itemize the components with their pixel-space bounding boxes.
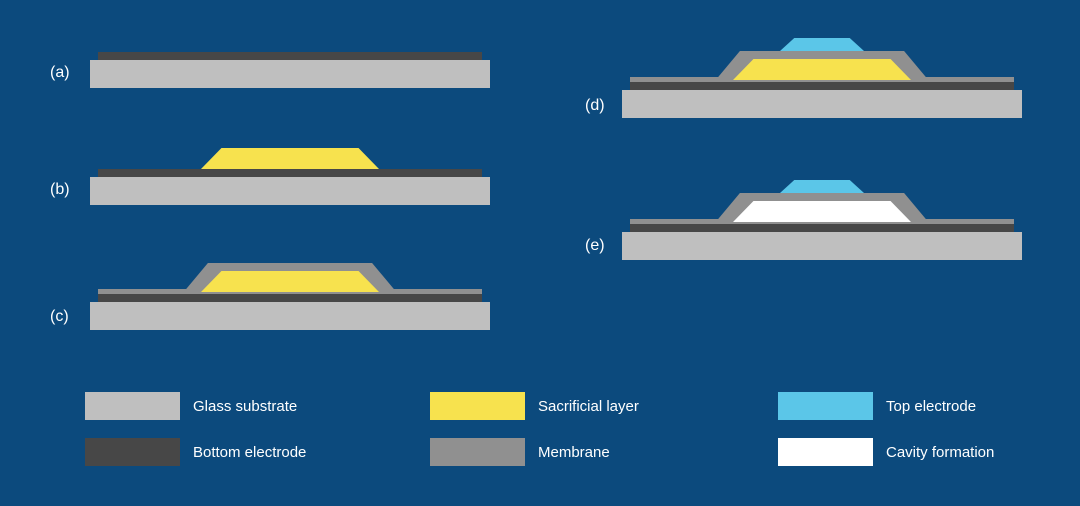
glass-substrate-layer	[622, 90, 1022, 118]
legend-item-sacrificial-layer: Sacrificial layer	[430, 392, 639, 420]
panel-label-b: (b)	[50, 181, 70, 198]
legend-item-cavity-formation: Cavity formation	[778, 438, 994, 466]
cavity-layer	[733, 201, 911, 222]
cavity-formation-swatch	[778, 438, 873, 466]
legend-label: Bottom electrode	[193, 443, 307, 461]
sacrificial-layer	[733, 59, 911, 80]
glass-substrate-layer	[90, 177, 490, 205]
sacrificial-layer	[201, 148, 379, 169]
panel-label-c: (c)	[50, 308, 69, 325]
sacrificial-layer	[201, 271, 379, 292]
legend-label: Cavity formation	[886, 443, 995, 461]
device-step-c	[90, 263, 490, 330]
glass-substrate-layer	[90, 60, 490, 88]
top-electrode-layer	[780, 38, 864, 51]
bottom-electrode-layer	[630, 224, 1014, 232]
bottom-electrode-layer	[98, 52, 482, 60]
legend-label: Glass substrate	[193, 397, 298, 415]
bottom-electrode-swatch	[85, 438, 180, 466]
glass-substrate-swatch	[85, 392, 180, 420]
bottom-electrode-layer	[630, 82, 1014, 90]
legend-item-glass-substrate: Glass substrate	[85, 392, 297, 420]
device-step-d	[622, 38, 1022, 118]
membrane-swatch	[430, 438, 525, 466]
top-electrode-layer	[780, 180, 864, 193]
glass-substrate-layer	[90, 302, 490, 330]
legend-item-top-electrode: Top electrode	[778, 392, 976, 420]
legend-item-bottom-electrode: Bottom electrode	[85, 438, 306, 466]
panel-label-e: (e)	[585, 237, 605, 254]
legend-label: Membrane	[538, 443, 610, 461]
device-step-e	[622, 180, 1022, 260]
legend-item-membrane: Membrane	[430, 438, 610, 466]
legend-label: Top electrode	[886, 397, 977, 415]
panel-label-d: (d)	[585, 97, 605, 114]
sacrificial-layer-swatch	[430, 392, 525, 420]
bottom-electrode-layer	[98, 169, 482, 177]
legend-label: Sacrificial layer	[538, 397, 639, 415]
device-step-b	[90, 148, 490, 205]
glass-substrate-layer	[622, 232, 1022, 260]
top-electrode-swatch	[778, 392, 873, 420]
panel-label-a: (a)	[50, 64, 70, 81]
device-step-a	[90, 52, 490, 88]
bottom-electrode-layer	[98, 294, 482, 302]
